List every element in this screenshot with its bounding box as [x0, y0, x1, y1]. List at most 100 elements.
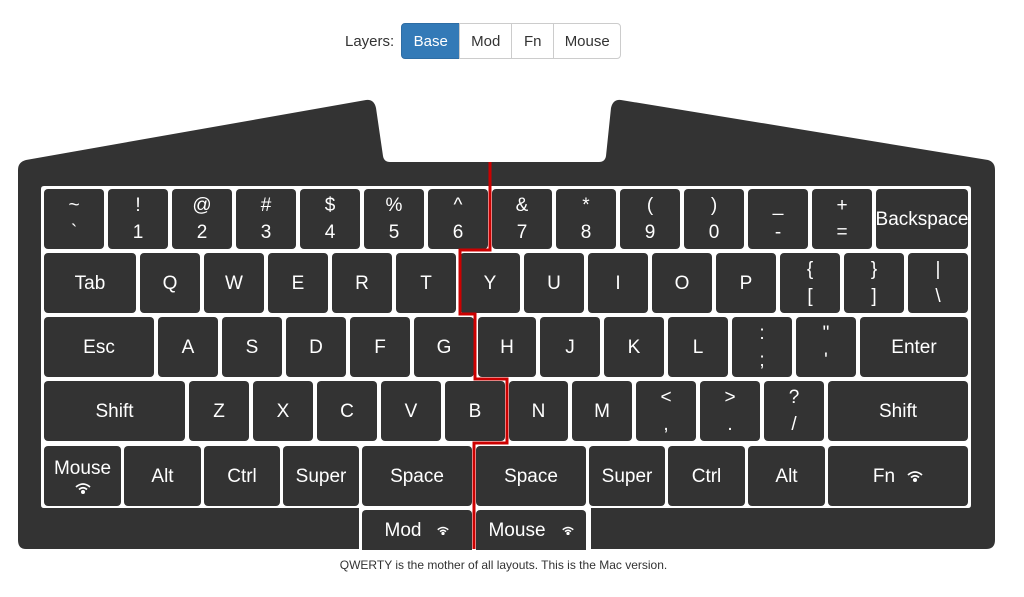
- key-shift-label: :: [759, 323, 765, 344]
- key-enter[interactable]: Enter: [860, 317, 968, 377]
- key-y[interactable]: Y: [460, 253, 520, 313]
- key-m[interactable]: M: [572, 381, 632, 441]
- key-minus[interactable]: _-: [748, 189, 808, 249]
- key-base-label: =: [836, 222, 848, 243]
- key-left-space[interactable]: Space: [362, 446, 472, 506]
- key-quote[interactable]: "': [796, 317, 856, 377]
- layer-toggle-icon: [561, 526, 574, 535]
- key-left-alt[interactable]: Alt: [124, 446, 201, 506]
- key-left-shift[interactable]: Shift: [44, 381, 185, 441]
- key-right-ctrl[interactable]: Ctrl: [668, 446, 745, 506]
- layer-toggle-icon: [907, 471, 923, 482]
- key-label: N: [531, 400, 546, 422]
- key-i[interactable]: I: [588, 253, 648, 313]
- key-shift-label: {: [806, 259, 814, 280]
- key-fn-layer[interactable]: Fn: [828, 446, 968, 506]
- key-1[interactable]: !1: [108, 189, 168, 249]
- key-tilde[interactable]: ~`: [44, 189, 104, 249]
- key-b[interactable]: B: [445, 381, 505, 441]
- key-label: Shift: [95, 400, 134, 422]
- tab-mouse[interactable]: Mouse: [553, 23, 622, 59]
- key-label: Space: [504, 465, 558, 487]
- key-slash[interactable]: ?/: [764, 381, 824, 441]
- key-shift-label: _: [772, 195, 784, 216]
- key-shift-label: >: [724, 387, 736, 408]
- key-label: Ctrl: [227, 465, 257, 487]
- key-3[interactable]: #3: [236, 189, 296, 249]
- key-base-label: 9: [644, 222, 656, 243]
- key-c[interactable]: C: [317, 381, 377, 441]
- key-label: A: [181, 336, 195, 358]
- key-mouse-thumb[interactable]: Mouse: [476, 510, 586, 550]
- key-w[interactable]: W: [204, 253, 264, 313]
- key-e[interactable]: E: [268, 253, 328, 313]
- key-label: Fn: [872, 465, 896, 487]
- key-h[interactable]: H: [478, 317, 536, 377]
- key-tab[interactable]: Tab: [44, 253, 136, 313]
- key-j[interactable]: J: [540, 317, 600, 377]
- key-6[interactable]: ^6: [428, 189, 488, 249]
- layers-label: Layers:: [345, 32, 395, 50]
- key-backslash[interactable]: |\: [908, 253, 968, 313]
- key-backspace[interactable]: Backspace: [876, 189, 968, 249]
- key-p[interactable]: P: [716, 253, 776, 313]
- key-left-bracket[interactable]: {[: [780, 253, 840, 313]
- key-esc[interactable]: Esc: [44, 317, 154, 377]
- key-mod-thumb[interactable]: Mod: [362, 510, 472, 550]
- key-r[interactable]: R: [332, 253, 392, 313]
- key-right-bracket[interactable]: }]: [844, 253, 904, 313]
- key-shift-label: ): [710, 195, 718, 216]
- key-equal[interactable]: +=: [812, 189, 872, 249]
- key-o[interactable]: O: [652, 253, 712, 313]
- key-0[interactable]: )0: [684, 189, 744, 249]
- key-5[interactable]: %5: [364, 189, 424, 249]
- key-g[interactable]: G: [414, 317, 474, 377]
- key-8[interactable]: *8: [556, 189, 616, 249]
- key-2[interactable]: @2: [172, 189, 232, 249]
- key-left-super[interactable]: Super: [283, 446, 359, 506]
- key-label: Enter: [891, 336, 937, 358]
- key-shift-label: *: [582, 195, 590, 216]
- key-base-label: -: [774, 222, 782, 243]
- key-shift-label: @: [192, 195, 212, 216]
- key-d[interactable]: D: [286, 317, 346, 377]
- key-label: Z: [213, 400, 225, 422]
- key-comma[interactable]: <,: [636, 381, 696, 441]
- key-label: I: [615, 272, 621, 294]
- key-label: Alt: [151, 465, 174, 487]
- key-l[interactable]: L: [668, 317, 728, 377]
- key-s[interactable]: S: [222, 317, 282, 377]
- key-semicolon[interactable]: :;: [732, 317, 792, 377]
- key-base-label: 0: [708, 222, 720, 243]
- key-9[interactable]: (9: [620, 189, 680, 249]
- key-a[interactable]: A: [158, 317, 218, 377]
- key-t[interactable]: T: [396, 253, 456, 313]
- key-label: C: [340, 400, 354, 422]
- key-7[interactable]: &7: [492, 189, 552, 249]
- key-base-label: 7: [516, 222, 528, 243]
- key-x[interactable]: X: [253, 381, 313, 441]
- key-f[interactable]: F: [350, 317, 410, 377]
- key-period[interactable]: >.: [700, 381, 760, 441]
- key-mouse-layer-left[interactable]: Mouse: [44, 446, 121, 506]
- key-4[interactable]: $4: [300, 189, 360, 249]
- key-label: Mouse: [488, 519, 546, 541]
- key-v[interactable]: V: [381, 381, 441, 441]
- key-u[interactable]: U: [524, 253, 584, 313]
- key-z[interactable]: Z: [189, 381, 249, 441]
- key-label: Q: [162, 272, 178, 294]
- key-label: S: [245, 336, 259, 358]
- tab-fn[interactable]: Fn: [511, 23, 555, 59]
- key-base-label: \: [935, 286, 941, 307]
- key-right-super[interactable]: Super: [589, 446, 665, 506]
- key-label: Alt: [775, 465, 798, 487]
- key-k[interactable]: K: [604, 317, 664, 377]
- key-n[interactable]: N: [509, 381, 568, 441]
- key-label: G: [436, 336, 452, 358]
- key-q[interactable]: Q: [140, 253, 200, 313]
- key-right-space[interactable]: Space: [476, 446, 586, 506]
- key-right-shift[interactable]: Shift: [828, 381, 968, 441]
- key-base-label: ;: [759, 350, 765, 371]
- key-right-alt[interactable]: Alt: [748, 446, 825, 506]
- key-left-ctrl[interactable]: Ctrl: [204, 446, 280, 506]
